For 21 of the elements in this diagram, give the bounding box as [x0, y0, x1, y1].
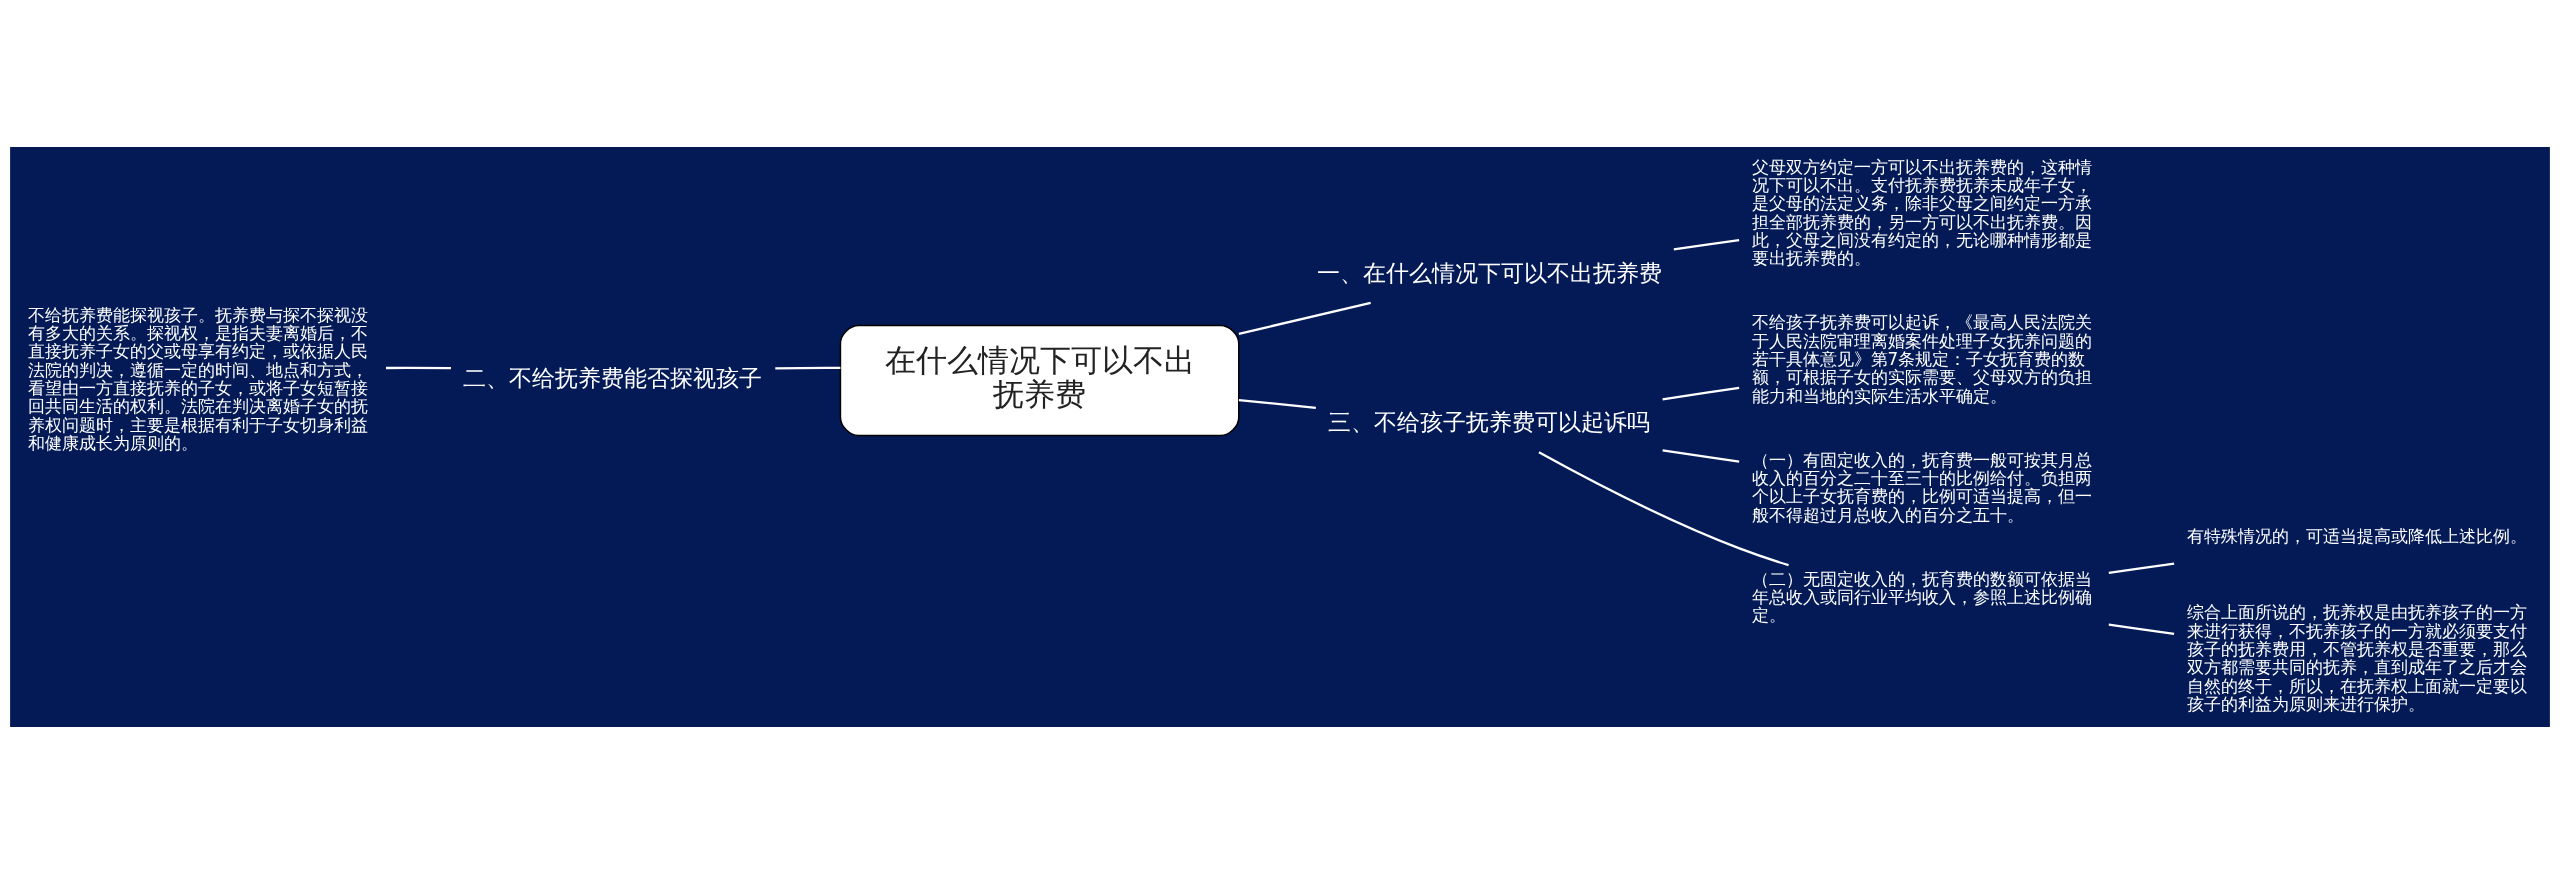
connector [2108, 562, 2175, 574]
connector [386, 366, 451, 369]
node-text: （一）有固定收入的，抚育费一般可按其月总收入的百分之二十至三十的比例给付。负担两个以上子女抚育费的，比例可适当提高，但一般不得超过月总收入的百分之五十。 [1751, 449, 2092, 525]
node-text: 父母双方约定一方可以不出抚养费的，这种情况下可以不出。支付抚养费抚养未成年子女，是父母的法定义务，除非父母之间约定一方承担全部抚养费的，另一方可以不出抚养费。因此，父母之间没有约定的，无论哪种情形都是要出抚养费的。 [1751, 156, 2092, 268]
node-text: 不给孩子抚养费可以起诉，《最高人民法院关于人民法院审理离婚案件处理子女抚养问题的若干具体意见》第7条规定：子女抚育费的数额，可根据子女的实际需要、父母双方的负担能力和当地的实际生活水平确定。 [1751, 311, 2092, 406]
connector [1538, 450, 1789, 566]
node-text: 二、不给抚养费能否探视孩子 [463, 364, 763, 391]
connector [1673, 238, 1740, 250]
connector [2108, 623, 2175, 635]
node-box: 在什么情况下可以不出抚养费 [839, 324, 1240, 436]
node-text: 不给抚养费能探视孩子。抚养费与探不探视没有多大的关系。探视权，是指夫妻离婚后，不直接抚养子女的父或母享有约定，或依据人民法院的判决，遵循一定的时间、地点和方式，看望由一方直接抚养的子女，或将子女短暂接回共同生活的权利。法院在判决离婚子女的抚养权问题时，主要是根据有利于子女切身利益和健康成长为原则的。 [28, 304, 369, 453]
node-text: 一、在什么情况下可以不出抚养费 [1316, 259, 1662, 286]
node-text: 三、不给孩子抚养费可以起诉吗 [1328, 408, 1651, 435]
connector [1238, 301, 1371, 335]
connector [1238, 398, 1316, 409]
node-text: （二）无固定收入的，抚育费的数额可依据当年总收入或同行业平均收入，参照上述比例确定。 [1751, 568, 2092, 625]
connector [1662, 386, 1740, 400]
node-text: 有特殊情况的，可适当提高或降低上述比例。 [2186, 525, 2527, 546]
connector [775, 366, 841, 369]
node-text: 综合上面所说的，抚养权是由抚养孩子的一方来进行获得，不抚养孩子的一方就必须要支付孩子的抚养费用，不管抚养权是否重要，那么双方都需要共同的抚养，直到成年了之后才会自然的终于，所以，在抚养权上面就一定要以孩子的利益为原则来进行保护。 [2186, 601, 2527, 714]
connector [1662, 448, 1740, 463]
